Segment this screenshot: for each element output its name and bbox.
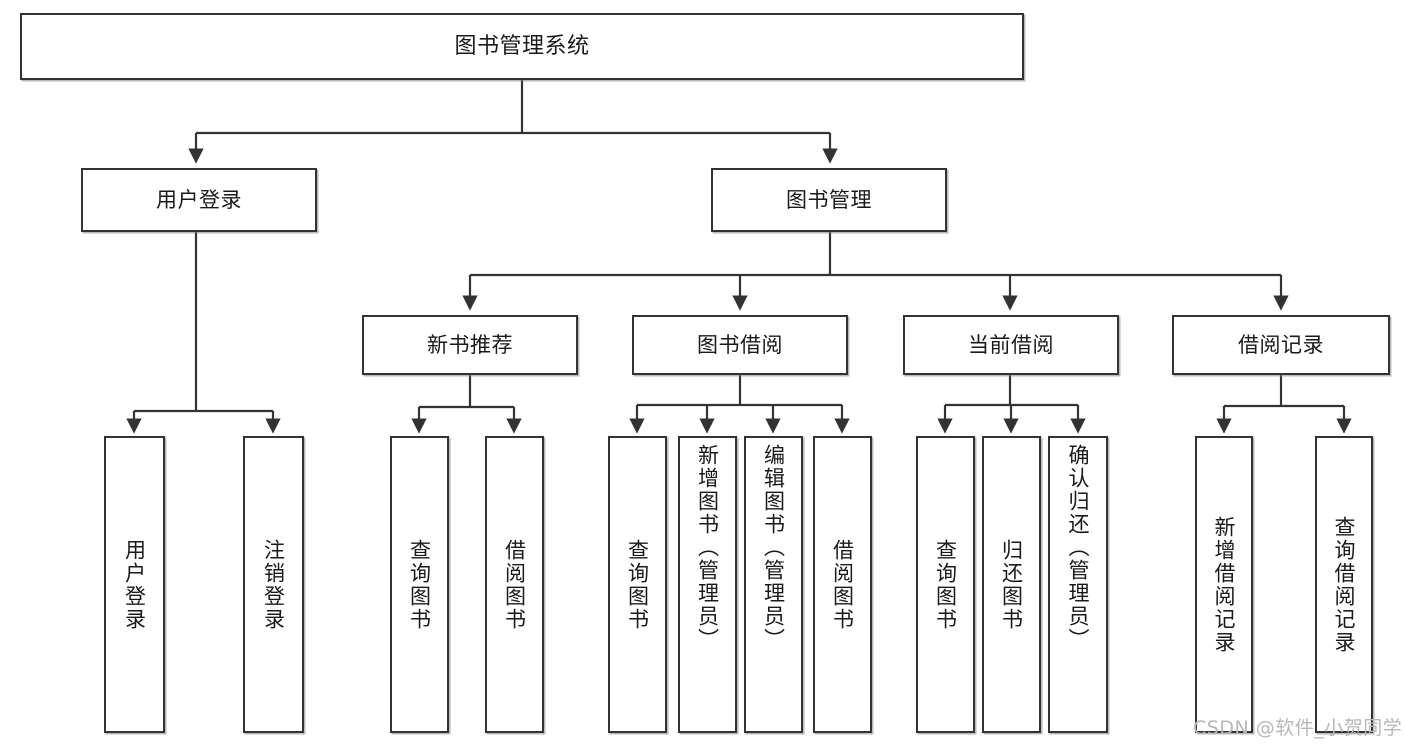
node-root[interactable]: 图书管理系统	[20, 13, 1024, 80]
node-new-book-recommend-label: 新书推荐	[427, 332, 513, 357]
leaf-user-logout[interactable]: 注销登录	[243, 436, 304, 733]
leaf-borrow-book-new-label: 借阅图书	[502, 538, 527, 631]
node-root-label: 图书管理系统	[454, 33, 590, 59]
leaf-user-login[interactable]: 用户登录	[104, 436, 165, 733]
node-borrow-record-label: 借阅记录	[1238, 332, 1324, 357]
leaf-edit-book[interactable]: 编辑图书（管理员）	[744, 436, 803, 733]
node-current-borrow-label: 当前借阅	[968, 332, 1054, 357]
node-book-management[interactable]: 图书管理	[711, 168, 947, 232]
leaf-borrow-book-new[interactable]: 借阅图书	[485, 436, 544, 733]
leaf-add-book-label: 新增图书（管理员）	[695, 444, 720, 651]
leaf-add-borrow-record[interactable]: 新增借阅记录	[1195, 436, 1253, 733]
leaf-borrow-book[interactable]: 借阅图书	[813, 436, 872, 733]
node-user-login[interactable]: 用户登录	[81, 168, 317, 232]
leaf-confirm-return[interactable]: 确认归还（管理员）	[1048, 436, 1108, 733]
leaf-user-login-label: 用户登录	[122, 538, 147, 631]
leaf-borrow-book-label: 借阅图书	[830, 538, 855, 631]
node-user-login-label: 用户登录	[156, 187, 242, 212]
leaf-query-book-new[interactable]: 查询图书	[390, 436, 449, 733]
node-book-borrow[interactable]: 图书借阅	[632, 315, 848, 375]
leaf-query-book-borrow-label: 查询图书	[625, 538, 650, 631]
leaf-return-book-label: 归还图书	[999, 538, 1024, 631]
leaf-query-book-borrow[interactable]: 查询图书	[608, 436, 667, 733]
node-book-borrow-label: 图书借阅	[697, 332, 783, 357]
leaf-return-book[interactable]: 归还图书	[982, 436, 1041, 733]
node-new-book-recommend[interactable]: 新书推荐	[362, 315, 578, 375]
leaf-confirm-return-label: 确认归还（管理员）	[1066, 444, 1091, 651]
node-current-borrow[interactable]: 当前借阅	[903, 315, 1119, 375]
csdn-watermark: CSDN @软件_小贺同学	[1193, 717, 1403, 739]
leaf-query-book-current-label: 查询图书	[933, 538, 958, 631]
leaf-user-logout-label: 注销登录	[261, 538, 286, 631]
leaf-query-borrow-record[interactable]: 查询借阅记录	[1315, 436, 1373, 733]
node-book-management-label: 图书管理	[786, 187, 872, 212]
leaf-query-borrow-record-label: 查询借阅记录	[1332, 515, 1357, 654]
leaf-query-book-new-label: 查询图书	[407, 538, 432, 631]
leaf-edit-book-label: 编辑图书（管理员）	[761, 444, 786, 651]
node-borrow-record[interactable]: 借阅记录	[1172, 315, 1390, 375]
leaf-add-borrow-record-label: 新增借阅记录	[1212, 515, 1237, 654]
leaf-add-book[interactable]: 新增图书（管理员）	[678, 436, 737, 733]
leaf-query-book-current[interactable]: 查询图书	[916, 436, 975, 733]
